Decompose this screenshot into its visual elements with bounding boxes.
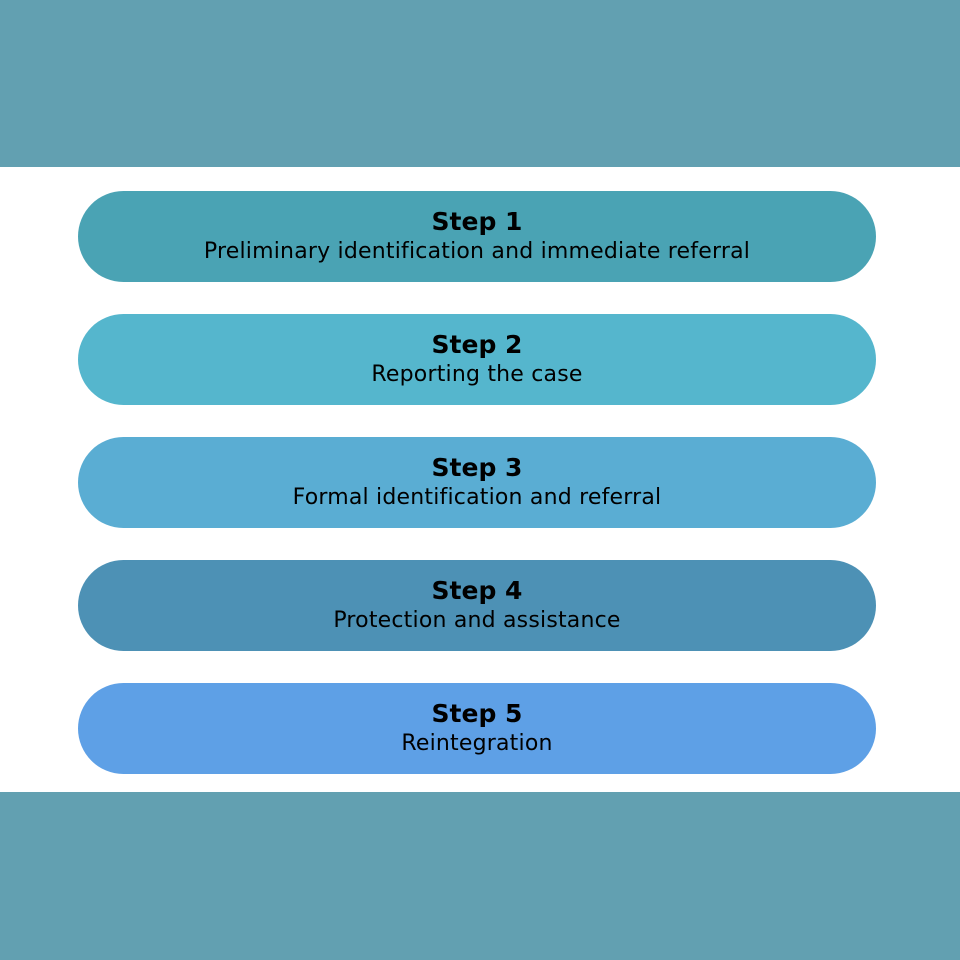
step-2-description: Reporting the case — [371, 361, 583, 387]
step-1-description: Preliminary identification and immediate… — [203, 238, 751, 264]
bottom-banner — [0, 792, 960, 960]
step-5-description: Reintegration — [401, 730, 553, 756]
step-5-title: Step 5 — [431, 698, 523, 728]
step-4-description: Protection and assistance — [333, 607, 621, 633]
step-3-description: Formal identification and referral — [292, 484, 662, 510]
step-1-title: Step 1 — [431, 206, 523, 236]
step-3: Step 3 Formal identification and referra… — [78, 437, 876, 528]
step-5: Step 5 Reintegration — [78, 683, 876, 774]
top-banner — [0, 0, 960, 167]
step-4-title: Step 4 — [431, 575, 523, 605]
step-3-title: Step 3 — [431, 452, 523, 482]
step-1: Step 1 Preliminary identification and im… — [78, 191, 876, 282]
step-2-title: Step 2 — [431, 329, 523, 359]
step-4: Step 4 Protection and assistance — [78, 560, 876, 651]
step-2: Step 2 Reporting the case — [78, 314, 876, 405]
